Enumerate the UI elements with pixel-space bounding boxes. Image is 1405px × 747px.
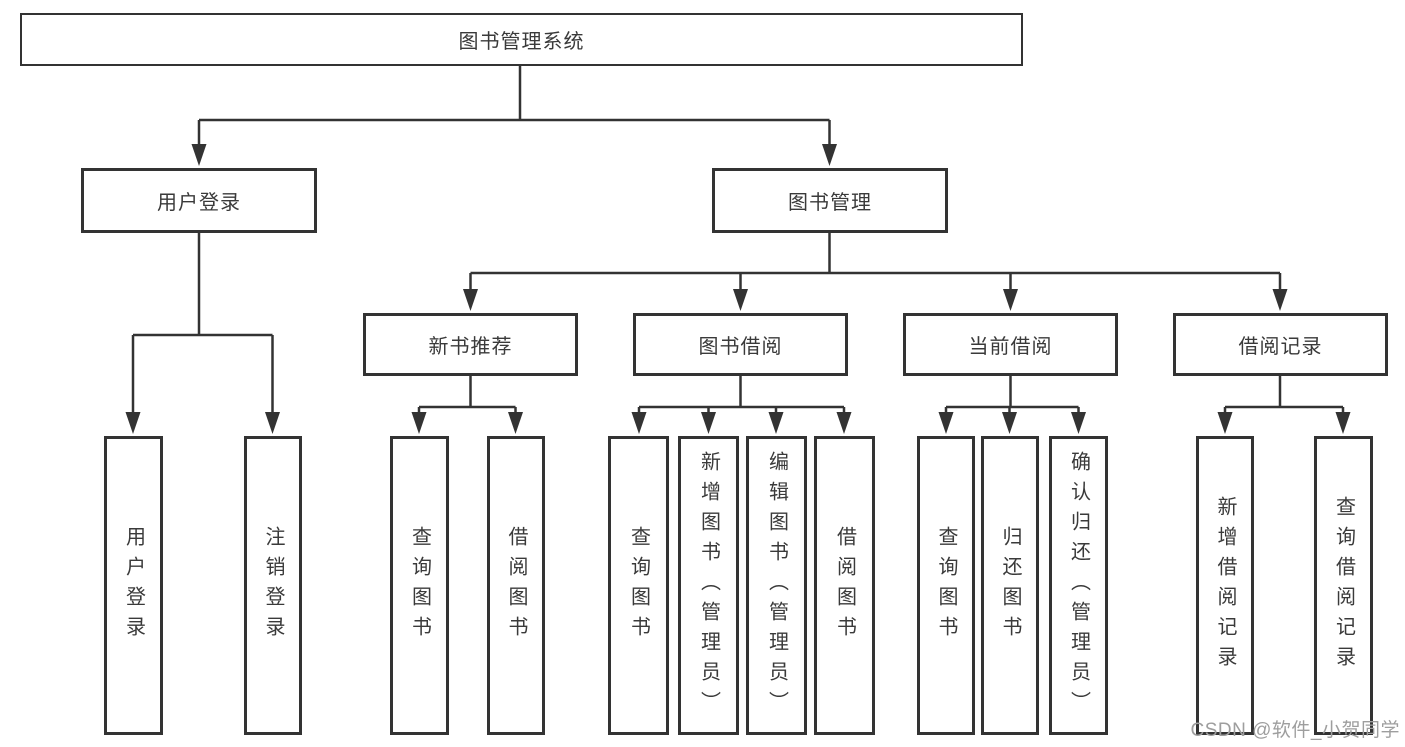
leaf-add-book-admin-label: 新增图书（管理员） xyxy=(697,450,720,721)
node-book-borrowing-label: 图书借阅 xyxy=(698,336,783,358)
node-book-borrowing: 图书借阅 xyxy=(633,313,848,376)
leaf-confirm-return-admin-label: 确认归还（管理员） xyxy=(1067,450,1090,721)
arrowhead xyxy=(701,412,716,434)
node-current-borrowing-label: 当前借阅 xyxy=(968,336,1053,358)
leaf-add-borrow-record-label: 新增借阅记录 xyxy=(1214,495,1236,676)
arrowheads xyxy=(125,144,1351,434)
leaf-borrow-books-recommend-label: 借阅图书 xyxy=(505,525,527,646)
leaf-query-borrow-record: 查询借阅记录 xyxy=(1314,436,1373,735)
leaf-user-login-label: 用户登录 xyxy=(122,525,145,646)
node-book-management-label: 图书管理 xyxy=(788,192,872,214)
leaf-return-book: 归还图书 xyxy=(981,436,1039,735)
arrowhead xyxy=(463,289,478,311)
node-new-book-recommend: 新书推荐 xyxy=(363,313,578,376)
leaf-query-books-current-label: 查询图书 xyxy=(935,525,957,646)
arrowhead xyxy=(822,144,837,166)
arrowhead xyxy=(125,412,141,434)
leaf-confirm-return-admin: 确认归还（管理员） xyxy=(1049,436,1108,735)
leaf-edit-book-admin-label: 编辑图书（管理员） xyxy=(765,450,788,721)
arrowhead xyxy=(508,412,523,434)
arrowhead xyxy=(1217,412,1233,434)
arrowhead xyxy=(631,412,647,434)
node-new-book-recommend-label: 新书推荐 xyxy=(428,336,513,358)
arrowhead xyxy=(265,412,280,434)
leaf-logout-label: 注销登录 xyxy=(262,525,284,646)
leaf-add-borrow-record: 新增借阅记录 xyxy=(1196,436,1254,735)
arrowhead xyxy=(1335,412,1351,434)
leaf-borrow-books-recommend: 借阅图书 xyxy=(487,436,545,735)
arrowhead xyxy=(1003,289,1018,311)
arrowhead xyxy=(191,144,207,166)
node-root: 图书管理系统 xyxy=(20,13,1023,66)
node-book-management: 图书管理 xyxy=(712,168,948,233)
leaf-add-book-admin: 新增图书（管理员） xyxy=(678,436,739,735)
leaf-borrow-book: 借阅图书 xyxy=(814,436,875,735)
leaf-query-books-recommend: 查询图书 xyxy=(390,436,449,735)
arrowhead xyxy=(733,289,748,311)
leaf-logout: 注销登录 xyxy=(244,436,302,735)
node-root-label: 图书管理系统 xyxy=(458,31,585,53)
leaf-query-books-current: 查询图书 xyxy=(917,436,975,735)
arrowhead xyxy=(411,412,427,434)
arrowhead xyxy=(836,412,852,434)
leaf-query-books-borrowing-label: 查询图书 xyxy=(627,525,650,646)
leaf-return-book-label: 归还图书 xyxy=(999,525,1021,646)
node-user-login-label: 用户登录 xyxy=(157,192,241,214)
arrowhead xyxy=(1071,412,1086,434)
leaf-query-borrow-record-label: 查询借阅记录 xyxy=(1332,495,1355,676)
node-current-borrowing: 当前借阅 xyxy=(903,313,1118,376)
leaf-user-login: 用户登录 xyxy=(104,436,163,735)
node-borrowing-records: 借阅记录 xyxy=(1173,313,1388,376)
leaf-edit-book-admin: 编辑图书（管理员） xyxy=(746,436,807,735)
watermark: CSDN @软件_小贺同学 xyxy=(1190,720,1400,741)
arrowhead xyxy=(1272,289,1288,311)
arrowhead xyxy=(1002,412,1017,434)
arrowhead xyxy=(938,412,954,434)
leaf-query-books-recommend-label: 查询图书 xyxy=(408,525,431,646)
node-user-login: 用户登录 xyxy=(81,168,317,233)
leaf-borrow-book-label: 借阅图书 xyxy=(833,525,856,646)
arrowhead xyxy=(768,412,784,434)
node-borrowing-records-label: 借阅记录 xyxy=(1238,336,1323,358)
leaf-query-books-borrowing: 查询图书 xyxy=(608,436,669,735)
